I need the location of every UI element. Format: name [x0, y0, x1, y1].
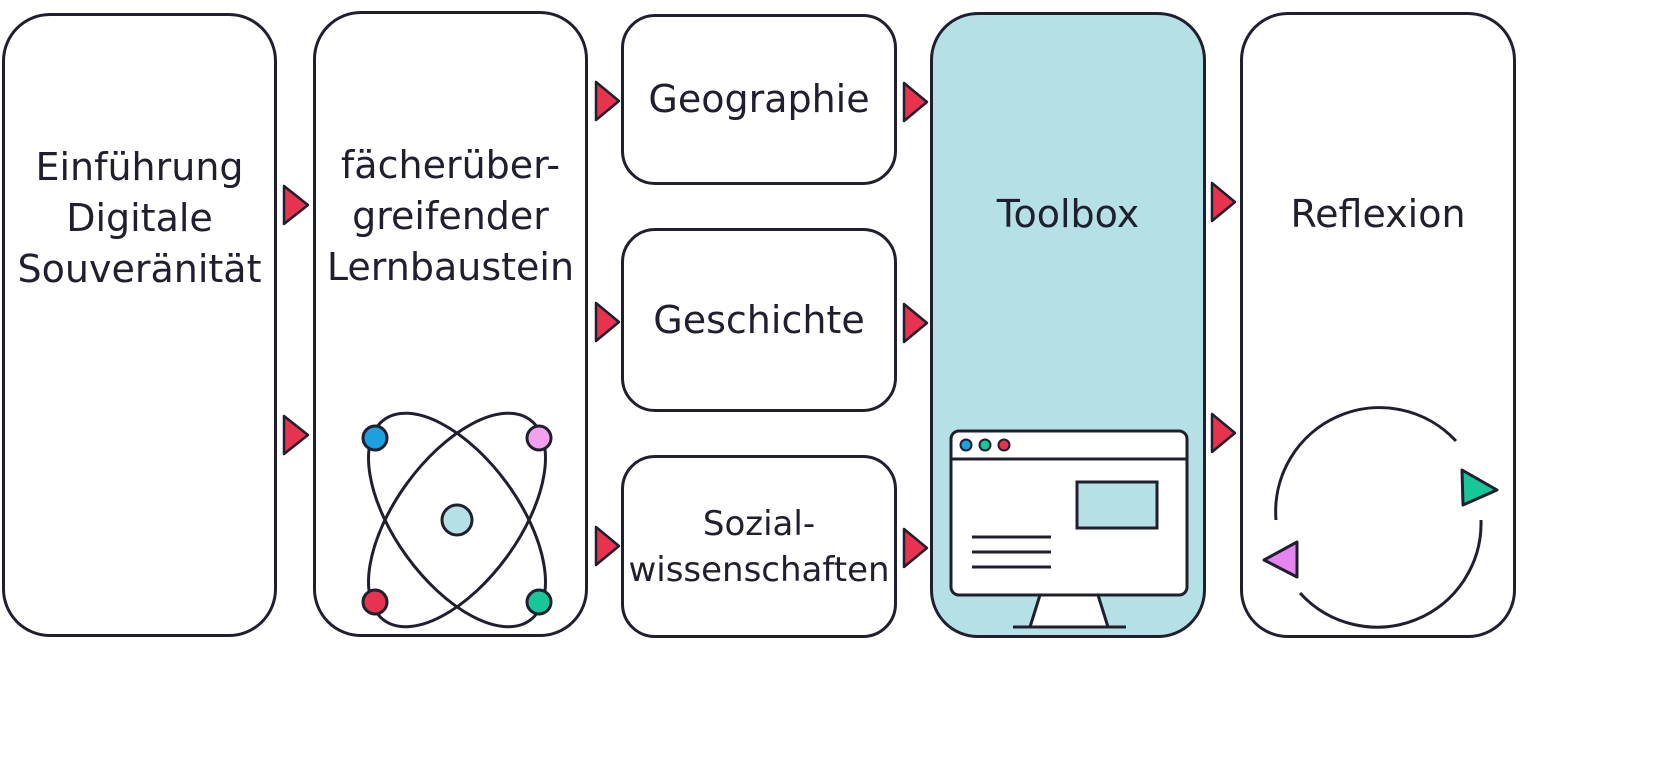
flow-arrow-icon	[902, 527, 929, 569]
flow-arrow-icon	[1210, 181, 1237, 223]
flow-arrow-icon	[902, 302, 929, 344]
stage-reflexion-label: Reflexion	[1290, 192, 1466, 236]
stage-lernbaustein-label: fächerüber- greifender Lernbaustein	[326, 143, 575, 289]
flow-arrow-icon	[594, 80, 621, 122]
stage-sozialwissenschaften-label: Sozial- wissenschaften	[628, 503, 890, 590]
flow-arrow-icon	[594, 525, 621, 567]
stage-einfuehrung: Einführung Digitale Souveränität	[2, 13, 277, 637]
flow-arrow-icon	[282, 184, 310, 226]
flow-arrow-icon	[282, 414, 310, 456]
stage-reflexion: Reflexion	[1240, 12, 1516, 638]
stage-geographie-label: Geographie	[648, 77, 870, 121]
computer-monitor-icon	[949, 429, 1189, 629]
stage-lernbaustein: fächerüber- greifender Lernbaustein	[313, 11, 588, 637]
stage-toolbox-label: Toolbox	[996, 192, 1140, 236]
stage-sozialwissenschaften: Sozial- wissenschaften	[621, 455, 897, 638]
cycle-arrows-icon	[1262, 406, 1499, 629]
atom-icon	[361, 411, 553, 629]
stage-geschichte: Geschichte	[621, 228, 897, 412]
stage-geschichte-label: Geschichte	[653, 297, 865, 342]
stage-geographie: Geographie	[621, 14, 897, 185]
flow-arrow-icon	[594, 301, 621, 343]
flow-arrow-icon	[902, 81, 929, 123]
stage-einfuehrung-label: Einführung Digitale Souveränität	[17, 145, 262, 291]
flow-arrow-icon	[1210, 412, 1237, 454]
